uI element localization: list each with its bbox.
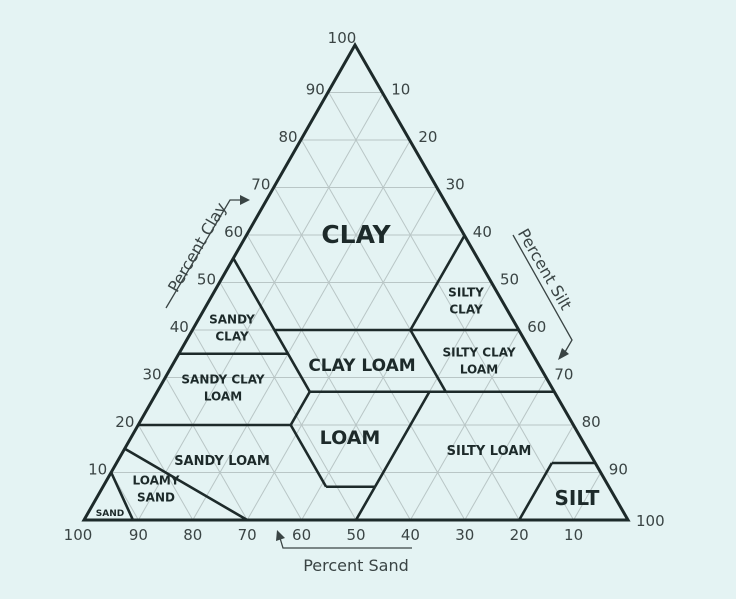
sand-arrow-head <box>276 530 285 541</box>
region-boundary <box>354 486 377 521</box>
sand-tick-label: 90 <box>129 526 148 544</box>
silt-tick-label: 40 <box>473 223 492 241</box>
silt-tick-label: 60 <box>527 318 546 336</box>
region-boundary <box>124 447 248 522</box>
sand-tick-label: 40 <box>401 526 420 544</box>
grid-line-sand <box>165 377 248 521</box>
region-boundary <box>409 234 466 331</box>
clay-tick-label: 50 <box>197 271 216 289</box>
region-label-sandy-clay: CLAY <box>215 330 249 344</box>
clay-tick-label: 60 <box>224 223 243 241</box>
silt-axis-arrow <box>512 234 573 353</box>
sand-tick-label: 10 <box>564 526 583 544</box>
region-boundary <box>110 471 135 521</box>
region-label-sandy-clay: SANDY <box>209 312 255 326</box>
clay-tick-label: 80 <box>279 128 298 146</box>
region-boundary <box>373 391 431 488</box>
region-boundary <box>518 462 553 521</box>
region-boundary <box>409 329 447 393</box>
silt-tick-label: 10 <box>391 81 410 99</box>
clay-tick-label: 40 <box>170 318 189 336</box>
region-boundary <box>289 391 311 426</box>
region-labels: CLAY SILTY CLAY SANDY CLAY CLAY LOAM SILTY CLA… <box>96 220 600 519</box>
silt-tick-label: 100 <box>636 512 665 530</box>
sand-tick-label: 70 <box>238 526 257 544</box>
silt-arrow-head <box>558 348 569 360</box>
region-label-sandy-loam: SANDY LOAM <box>174 454 270 469</box>
clay-tick-label: 30 <box>143 366 162 384</box>
sand-axis-label: Percent Sand <box>303 556 409 575</box>
tick-labels: 10 20 30 40 50 60 70 80 90 100 10 20 30 40 50 60 70 80 90 1… <box>64 29 665 544</box>
region-label-sandy-clay-loam: LOAM <box>204 390 242 404</box>
silt-tick-label: 30 <box>446 176 465 194</box>
region-label-silty-clay-loam: LOAM <box>460 363 498 377</box>
region-label-loamy-sand: SAND <box>137 491 175 505</box>
region-label-silty-clay: SILTY <box>448 285 484 299</box>
region-label-silty-loam: SILTY LOAM <box>447 444 532 459</box>
clay-axis-arrow <box>165 199 242 309</box>
region-label-loam: LOAM <box>320 427 381 449</box>
clay-tick-label: 20 <box>115 413 134 431</box>
sand-axis-title: Percent Sand <box>276 530 412 575</box>
clay-arrow-head <box>240 195 250 205</box>
region-label-clay-loam: CLAY LOAM <box>308 356 415 376</box>
sand-tick-label: 20 <box>510 526 529 544</box>
clay-tick-label: 70 <box>251 176 270 194</box>
region-boundary <box>232 258 311 393</box>
region-label-clay: CLAY <box>321 220 391 249</box>
grid-line-sand <box>328 92 575 521</box>
region-boundary <box>289 424 328 488</box>
silt-axis-label: Percent Silt <box>514 225 576 313</box>
sand-tick-label: 100 <box>64 526 93 544</box>
silt-tick-label: 50 <box>500 271 519 289</box>
region-label-loamy-sand: LOAMY <box>132 473 179 487</box>
grid-line-silt <box>573 472 602 521</box>
silt-axis-title: Percent Silt <box>512 225 576 360</box>
region-label-sand: SAND <box>96 509 124 519</box>
triangle-outline <box>81 41 631 522</box>
region-label-silt: SILT <box>555 486 600 510</box>
sand-tick-label: 80 <box>183 526 202 544</box>
silt-tick-label: 80 <box>582 413 601 431</box>
silt-tick-label: 20 <box>418 128 437 146</box>
sand-axis-arrow <box>279 537 412 549</box>
clay-tick-label: 90 <box>306 81 325 99</box>
region-label-silty-clay-loam: SILTY CLAY <box>442 345 515 359</box>
clay-tick-label: 10 <box>88 461 107 479</box>
grid-line-sand <box>273 187 466 521</box>
silt-tick-label: 70 <box>554 366 573 384</box>
sand-tick-label: 50 <box>346 526 365 544</box>
region-label-silty-clay: CLAY <box>449 303 483 317</box>
silt-tick-label: 90 <box>609 461 628 479</box>
grid-line-sand <box>219 282 357 521</box>
clay-tick-label: 100 <box>328 29 357 47</box>
grid-line-silt <box>246 187 439 521</box>
region-boundaries <box>110 234 596 522</box>
sand-tick-label: 60 <box>292 526 311 544</box>
grid-line-silt <box>409 329 520 521</box>
grid-line-silt <box>464 377 547 521</box>
region-label-sandy-clay-loam: SANDY CLAY <box>181 372 265 386</box>
sand-tick-label: 30 <box>455 526 474 544</box>
